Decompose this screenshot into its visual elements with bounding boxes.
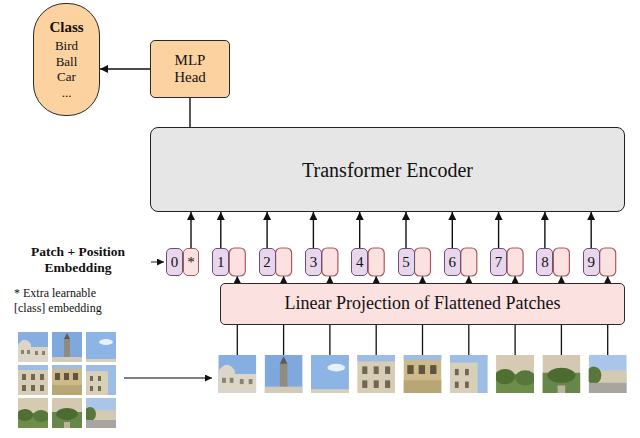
connector-arrow (189, 98, 190, 127)
patch-line (329, 325, 330, 355)
node-title: 7 (495, 255, 503, 270)
projection-arrow (237, 276, 238, 283)
image-tile (84, 398, 116, 428)
leader-arrow (151, 261, 164, 262)
patch-lines (237, 325, 607, 355)
transformer-encoder: Transformer Encoder (150, 127, 625, 212)
patch-image (218, 355, 256, 393)
connector-arrow (220, 212, 221, 248)
connector-arrow (266, 212, 267, 248)
patch-embedding (415, 248, 431, 276)
node-title: 3 (310, 255, 318, 270)
position-embedding: 7 (490, 248, 507, 276)
patch-line (561, 325, 562, 355)
linear-projection: Linear Projection of Flattened Patches (220, 283, 625, 325)
image-tile (86, 332, 116, 362)
patch-line (468, 325, 469, 355)
node-title: Linear Projection of Flattened Patches (285, 293, 561, 315)
position-embedding: 0 (166, 248, 183, 276)
projection-arrow (422, 276, 423, 283)
class-output: ClassBird Ball Car ... (33, 3, 100, 116)
patch-line (514, 325, 515, 355)
connector-arrow (359, 212, 360, 248)
node-title: MLP Head (165, 52, 215, 87)
patch-image (586, 355, 627, 393)
node-title: 4 (356, 255, 364, 270)
node-title: 5 (402, 255, 410, 270)
node-title: 6 (449, 255, 457, 270)
position-embedding: 2 (259, 248, 276, 276)
patch-image (311, 355, 349, 393)
node-title: 9 (587, 255, 595, 270)
projection-arrow (329, 276, 330, 283)
annotation-label: Patch + Position Embedding (4, 244, 152, 276)
projection-arrow (607, 276, 608, 283)
patch-embedding (461, 248, 477, 276)
connector-arrow (498, 212, 499, 248)
patch-embeddings (229, 248, 615, 276)
patch-embedding (507, 248, 523, 276)
patch-embedding (553, 248, 569, 276)
position-embedding: 8 (536, 248, 553, 276)
node-body: Bird Ball Car ... (53, 38, 81, 100)
footnote-label: * Extra learnable [class] embedding (14, 286, 126, 316)
patch-embedding (322, 248, 338, 276)
patch-image (404, 355, 442, 393)
node-title: 1 (217, 255, 225, 270)
image-tile (52, 365, 82, 395)
class-token: * (183, 248, 199, 276)
position-embedding: 6 (444, 248, 461, 276)
patch-line (607, 325, 608, 355)
node-title: 8 (541, 255, 549, 270)
connector-arrow (590, 212, 591, 248)
projection-arrow (561, 276, 562, 283)
node-title: * (187, 255, 195, 270)
patch-line (237, 325, 238, 355)
patch-embedding (276, 248, 292, 276)
patch-embedding (368, 248, 384, 276)
connector-arrow (190, 212, 191, 248)
position-embedding: 4 (351, 248, 368, 276)
node-title: Class (49, 19, 83, 36)
position-embedding: 5 (398, 248, 415, 276)
patch-embedding (600, 248, 616, 276)
patch-image (542, 355, 580, 393)
patch-line (376, 325, 377, 355)
patch-embedding (229, 248, 245, 276)
flatten-arrow (124, 377, 212, 378)
node-title: Transformer Encoder (302, 158, 473, 182)
image-tile (86, 365, 116, 395)
image-tile (52, 332, 82, 362)
projection-arrow (514, 276, 515, 283)
projection-arrows (237, 276, 607, 283)
image-tile (52, 398, 82, 428)
node-title: 2 (263, 255, 271, 270)
connector-arrow (313, 212, 314, 248)
patch-image (450, 355, 488, 393)
position-embedding: 3 (305, 248, 322, 276)
connector-arrow (405, 212, 406, 248)
connector-arrow (452, 212, 453, 248)
image-tile (18, 365, 48, 395)
patch-line (283, 325, 284, 355)
projection-arrow (376, 276, 377, 283)
patch-image (357, 355, 395, 393)
position-embedding: 1 (212, 248, 229, 276)
image-tile (17, 398, 49, 428)
projection-arrow (468, 276, 469, 283)
patch-line (422, 325, 423, 355)
projection-arrow (283, 276, 284, 283)
patch-image (495, 355, 536, 393)
position-embedding: 9 (583, 248, 600, 276)
mlp-head: MLP Head (150, 40, 230, 98)
connector-arrow (100, 68, 150, 69)
patch-image (265, 355, 303, 393)
image-tile (18, 332, 48, 362)
node-title: 0 (171, 255, 179, 270)
connector-arrow (544, 212, 545, 248)
